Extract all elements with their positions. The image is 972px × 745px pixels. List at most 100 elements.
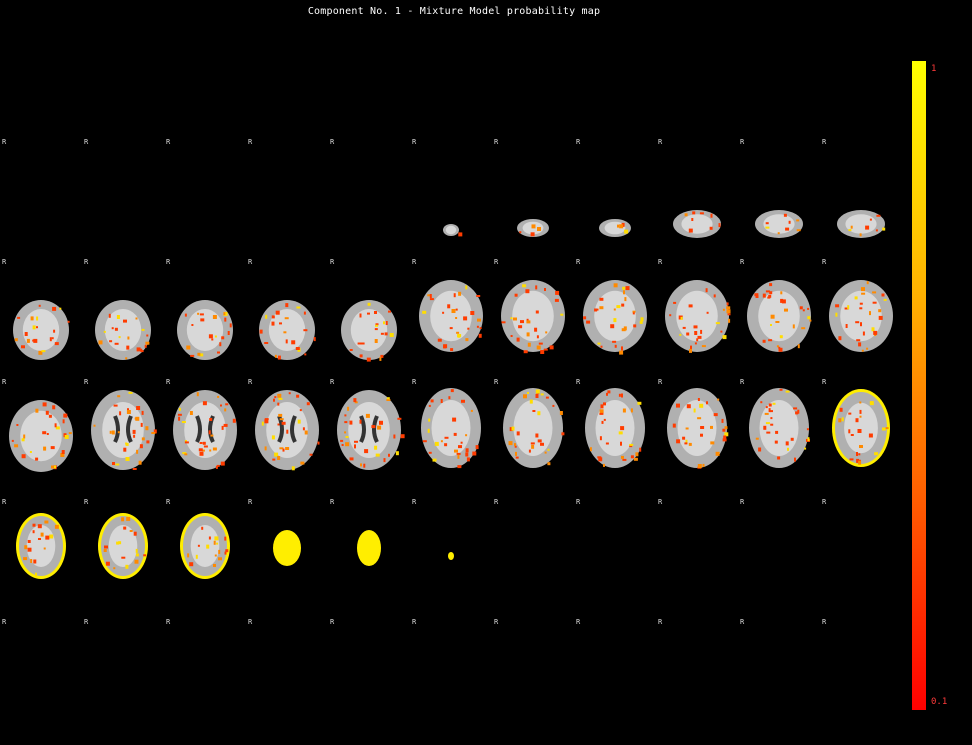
activation-speck	[27, 547, 32, 552]
activation-speck	[123, 526, 127, 530]
orientation-label: R	[84, 498, 89, 506]
white-matter	[676, 290, 718, 342]
activation-speck	[212, 447, 217, 451]
activation-speck	[117, 431, 120, 434]
activation-speck	[479, 327, 482, 330]
activation-speck	[535, 389, 540, 394]
activation-speck	[600, 404, 604, 409]
brain-slice: R	[820, 138, 902, 258]
activation-speck	[775, 430, 779, 434]
activation-speck	[24, 332, 28, 336]
activation-speck	[470, 409, 473, 412]
activation-speck	[199, 442, 203, 444]
activation-speck	[796, 219, 800, 222]
activation-speck	[526, 332, 530, 337]
activation-speck	[437, 338, 442, 342]
activation-speck	[700, 433, 703, 437]
brain-slice: R	[738, 618, 820, 738]
white-matter	[681, 214, 713, 234]
activation-speck	[560, 313, 564, 316]
activation-speck	[535, 394, 539, 398]
activation-speck	[882, 427, 886, 431]
activation-speck	[63, 413, 68, 418]
activation-speck	[49, 337, 52, 342]
activation-speck	[35, 572, 37, 577]
activation-speck	[859, 233, 862, 237]
activation-speck	[513, 317, 517, 321]
activation-speck	[359, 419, 362, 424]
activation-speck	[516, 431, 520, 436]
activation-speck	[694, 342, 697, 345]
activation-speck	[720, 330, 723, 333]
activation-speck	[210, 434, 214, 437]
activation-speck	[199, 451, 204, 456]
activation-speck	[360, 342, 365, 345]
activation-speck	[540, 350, 545, 354]
slice-image	[421, 388, 481, 469]
activation-speck	[770, 423, 774, 426]
activation-speck	[197, 312, 200, 315]
activation-speck	[218, 549, 221, 554]
activation-speck	[375, 323, 379, 326]
orientation-label: R	[2, 138, 7, 146]
activation-speck	[514, 443, 516, 447]
activation-speck	[858, 460, 862, 465]
activation-speck	[859, 401, 862, 404]
activation-speck	[760, 401, 763, 404]
activation-speck	[432, 458, 437, 462]
activation-speck	[537, 411, 541, 416]
activation-speck	[389, 333, 394, 337]
activation-speck	[385, 321, 388, 325]
activation-speck	[264, 446, 267, 451]
activation-speck	[603, 463, 605, 467]
brain-slice: R	[738, 498, 820, 618]
activation-speck	[465, 434, 468, 437]
activation-speck	[277, 355, 281, 360]
activation-speck	[114, 327, 118, 331]
activation-speck	[802, 309, 805, 312]
activation-speck	[619, 350, 624, 355]
activation-speck	[770, 314, 775, 319]
activation-speck	[145, 426, 149, 431]
activation-speck	[199, 313, 204, 316]
activation-speck	[422, 310, 427, 314]
activation-speck	[869, 218, 872, 221]
activation-speck	[296, 306, 301, 309]
activation-speck	[795, 411, 799, 415]
activation-speck	[400, 434, 405, 439]
activation-speck	[182, 452, 187, 455]
activation-speck	[23, 557, 28, 561]
orientation-label: R	[822, 258, 827, 266]
activation-speck	[876, 214, 881, 217]
activation-speck	[448, 396, 451, 400]
activation-speck	[526, 320, 531, 324]
activation-speck	[367, 302, 371, 306]
activation-speck	[375, 324, 378, 327]
activation-speck	[264, 342, 269, 344]
orientation-label: R	[166, 378, 171, 386]
activation-speck	[153, 429, 157, 434]
activation-speck	[885, 427, 889, 430]
activation-speck	[621, 393, 623, 398]
activation-speck	[765, 422, 770, 425]
activation-speck	[640, 317, 644, 322]
activation-speck	[313, 337, 316, 342]
activation-speck	[140, 422, 143, 427]
activation-speck	[36, 326, 38, 329]
brain-slice: R	[574, 498, 656, 618]
activation-speck	[119, 411, 122, 416]
activation-speck	[214, 554, 217, 557]
activation-speck	[303, 329, 308, 332]
activation-speck	[32, 530, 35, 534]
slice-image	[337, 390, 405, 470]
activation-speck	[259, 329, 263, 334]
activation-speck	[125, 564, 129, 569]
activation-speck	[755, 295, 759, 298]
activation-speck	[21, 454, 26, 459]
slice-image	[667, 388, 729, 469]
activation-speck	[721, 418, 724, 423]
activation-speck	[878, 309, 882, 313]
activation-speck	[727, 313, 731, 316]
activation-speck	[545, 331, 548, 334]
slice-image	[673, 210, 721, 238]
